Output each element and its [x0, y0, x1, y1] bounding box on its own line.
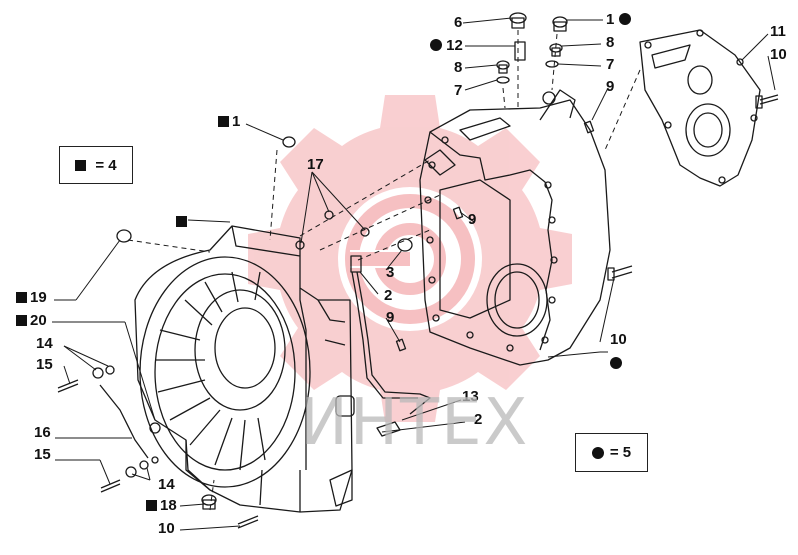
legend-square-box: = 4: [59, 146, 133, 184]
callout-17: 17: [307, 156, 324, 173]
square-marker-icon: [218, 116, 229, 127]
square-marker-icon: [75, 159, 87, 171]
clutch-housing: [134, 225, 355, 513]
callout-9-top: 9: [606, 78, 615, 95]
callout-1-left-number: 1: [232, 113, 241, 130]
callout-7-right: 7: [606, 56, 615, 73]
callout-7-left: 7: [454, 82, 463, 99]
callout-1-top-number: 1: [606, 11, 615, 28]
dot-marker-icon: [430, 39, 442, 51]
callout-8-right: 8: [606, 34, 615, 51]
callout-15-low: 15: [34, 446, 51, 463]
legend-dot-text: = 5: [609, 444, 632, 461]
callout-18: 18: [146, 498, 177, 514]
callout-16: 16: [34, 424, 51, 441]
callout-10-low: 10: [158, 520, 175, 537]
oil-pipe: [350, 255, 431, 437]
watermark-text: ИНТЕХ: [300, 386, 530, 460]
callout-18-number: 18: [160, 497, 177, 514]
callout-1-top: 1: [606, 12, 631, 28]
dot-marker-icon: [610, 357, 622, 369]
square-marker-icon: [146, 500, 157, 511]
callout-20: 20: [16, 313, 47, 329]
callout-9-mid: 9: [468, 211, 477, 228]
leader-lines: [52, 17, 776, 531]
callout-square-mid: [176, 214, 190, 230]
callout-20-number: 20: [30, 312, 47, 329]
assembly-lines: [127, 30, 641, 511]
small-pipe: [99, 384, 149, 459]
rear-housing: [419, 89, 611, 366]
callout-6: 6: [454, 14, 463, 31]
callout-10-top: 10: [770, 46, 787, 63]
callout-19: 19: [16, 290, 47, 306]
small-parts: [57, 12, 779, 529]
legend-square-text: = 4: [95, 156, 117, 174]
callout-dot-right: [610, 356, 622, 372]
side-cover: [639, 29, 761, 187]
callout-14-low: 14: [158, 476, 175, 493]
callout-3: 3: [386, 264, 395, 281]
callout-14-top: 14: [36, 335, 53, 352]
watermark-logo: [248, 95, 572, 422]
callout-1-left: 1: [218, 114, 240, 130]
callout-13: 13: [462, 388, 479, 405]
callout-12: 12: [430, 38, 463, 54]
square-marker-icon: [176, 216, 187, 227]
callout-19-number: 19: [30, 289, 47, 306]
square-marker-icon: [16, 315, 27, 326]
callout-12-number: 12: [446, 37, 463, 54]
square-marker-icon: [16, 292, 27, 303]
callout-8-left: 8: [454, 59, 463, 76]
callout-2-mid: 2: [384, 287, 393, 304]
callout-15-top: 15: [36, 356, 53, 373]
dot-marker-icon: [591, 446, 604, 459]
callout-2-low: 2: [474, 411, 483, 428]
callout-9-low: 9: [386, 309, 395, 326]
legend-dot-box: = 5: [575, 433, 648, 472]
callout-11: 11: [770, 23, 786, 40]
dot-marker-icon: [618, 13, 631, 25]
callout-10-right: 10: [610, 331, 627, 348]
